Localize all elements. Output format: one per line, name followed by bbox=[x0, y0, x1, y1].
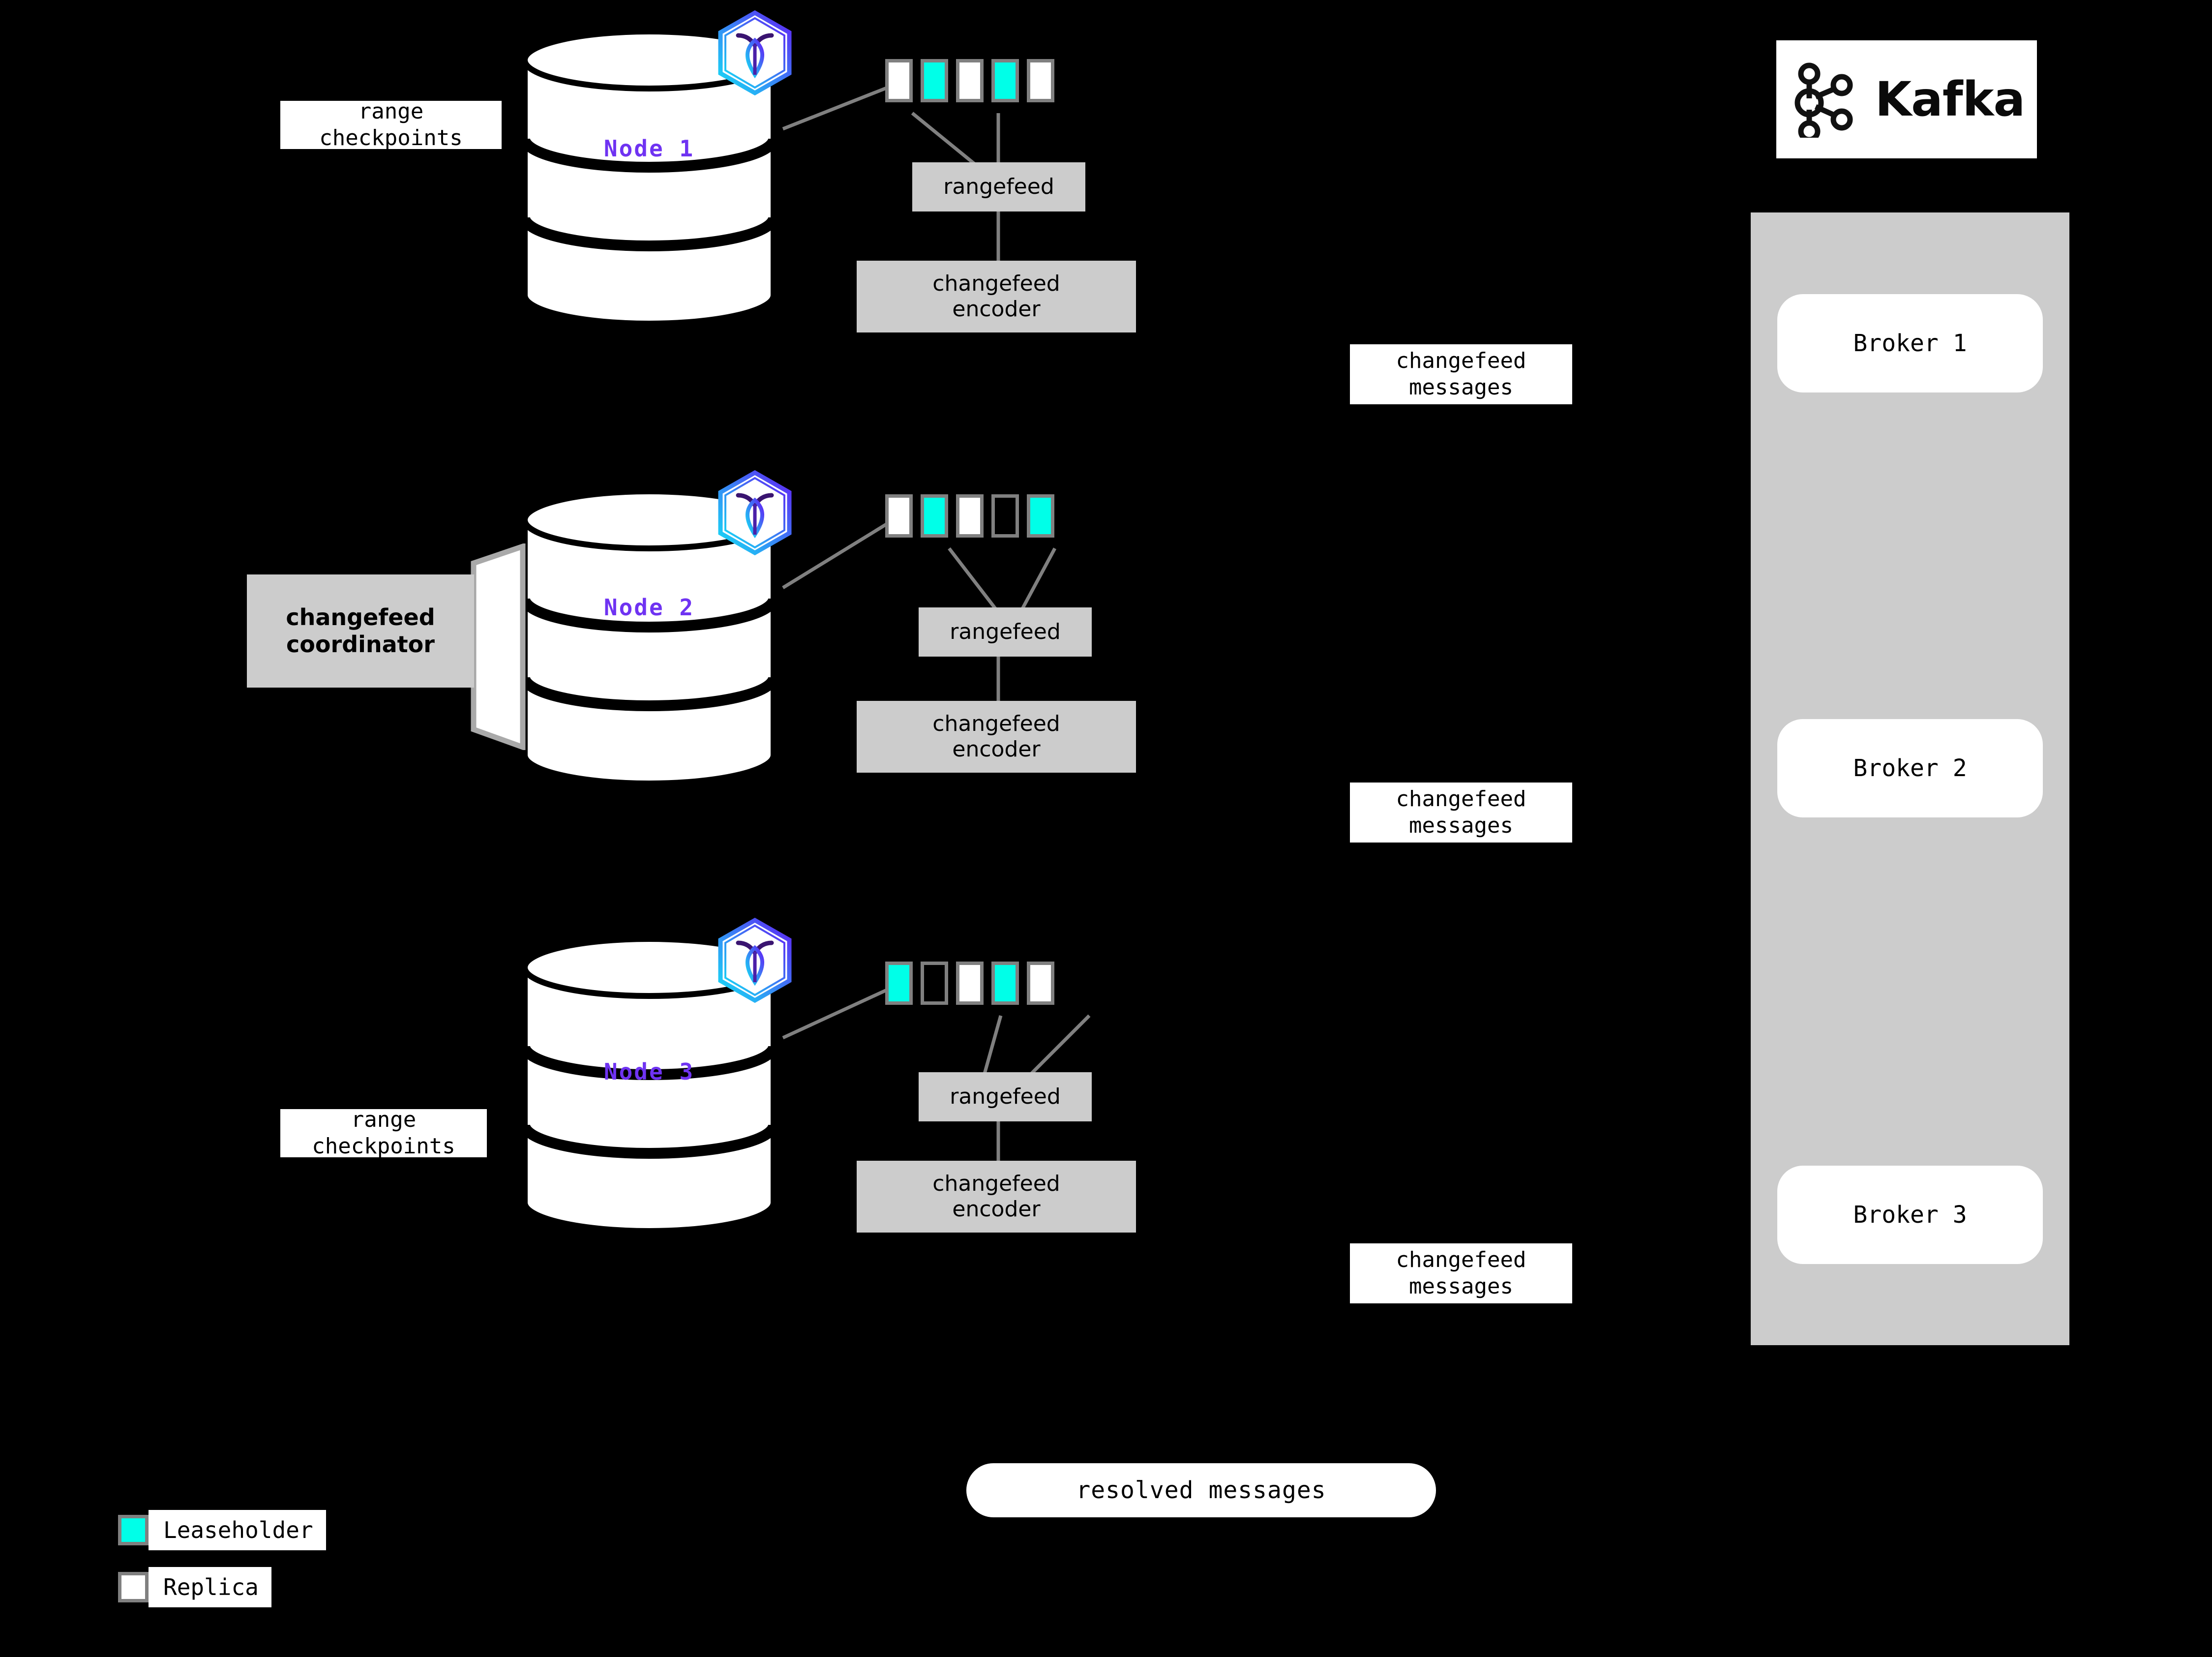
node-3-rangefeed-box[interactable]: rangefeed bbox=[919, 1072, 1092, 1121]
node-3-changefeed-encoder-box[interactable]: changefeed encoder bbox=[857, 1161, 1136, 1233]
broker-box-3[interactable]: Broker 3 bbox=[1777, 1166, 2043, 1264]
leaseholder-swatch-icon bbox=[118, 1515, 149, 1545]
changefeed-messages-label-3: changefeed messages bbox=[1350, 1243, 1572, 1303]
range-box bbox=[1027, 494, 1054, 538]
range-box bbox=[921, 59, 948, 102]
legend: Leaseholder Replica bbox=[118, 1510, 433, 1618]
range-box bbox=[885, 494, 913, 538]
cockroachdb-logo-icon bbox=[716, 10, 794, 96]
node-3-range-checkpoints-label: range checkpoints bbox=[280, 1107, 487, 1159]
kafka-logo-container: Kafka bbox=[1776, 40, 2037, 158]
legend-label-replica: Replica bbox=[149, 1567, 271, 1607]
legend-item-leaseholder: Leaseholder bbox=[118, 1510, 326, 1550]
changefeed-messages-label-1: changefeed messages bbox=[1350, 344, 1572, 404]
changefeed-messages-label-2: changefeed messages bbox=[1350, 783, 1572, 843]
node-1-cylinder bbox=[519, 30, 779, 325]
range-box bbox=[991, 494, 1019, 538]
node-3-cylinder bbox=[519, 937, 779, 1232]
legend-label-leaseholder: Leaseholder bbox=[149, 1510, 326, 1550]
node-2-rangefeed-box[interactable]: rangefeed bbox=[919, 607, 1092, 657]
coordinator-pointer bbox=[471, 543, 526, 750]
range-box bbox=[991, 962, 1019, 1005]
range-box bbox=[956, 494, 984, 538]
legend-item-replica: Replica bbox=[118, 1567, 271, 1607]
broker-box-2[interactable]: Broker 2 bbox=[1777, 719, 2043, 817]
range-box bbox=[885, 59, 913, 102]
cockroachdb-logo-icon bbox=[716, 470, 794, 556]
node-3-range-row bbox=[885, 962, 1054, 1005]
cockroachdb-logo-icon bbox=[716, 917, 794, 1003]
node-1-range-checkpoints-label: range checkpoints bbox=[280, 99, 502, 151]
kafka-icon bbox=[1794, 62, 1853, 138]
kafka-wordmark: Kafka bbox=[1875, 72, 2026, 127]
range-box bbox=[956, 59, 984, 102]
node-2-changefeed-encoder-box[interactable]: changefeed encoder bbox=[857, 701, 1136, 773]
node-1-rangefeed-box[interactable]: rangefeed bbox=[912, 162, 1085, 211]
node-2-label: Node 2 bbox=[603, 594, 695, 621]
node-2-range-row bbox=[885, 494, 1054, 538]
range-box bbox=[921, 962, 948, 1005]
node-1-label: Node 1 bbox=[603, 135, 695, 162]
range-box bbox=[991, 59, 1019, 102]
range-box bbox=[1027, 59, 1054, 102]
range-box bbox=[956, 962, 984, 1005]
resolved-messages-pill: resolved messages bbox=[966, 1463, 1436, 1517]
range-box bbox=[1027, 962, 1054, 1005]
node-3-label: Node 3 bbox=[603, 1058, 695, 1085]
node-1-range-row bbox=[885, 59, 1054, 102]
broker-box-1[interactable]: Broker 1 bbox=[1777, 294, 2043, 392]
replica-swatch-icon bbox=[118, 1572, 149, 1602]
range-box bbox=[885, 962, 913, 1005]
node-2-cylinder bbox=[519, 489, 779, 784]
node-1-changefeed-encoder-box[interactable]: changefeed encoder bbox=[857, 261, 1136, 332]
changefeed-coordinator-box[interactable]: changefeed coordinator bbox=[247, 574, 474, 688]
range-box bbox=[921, 494, 948, 538]
